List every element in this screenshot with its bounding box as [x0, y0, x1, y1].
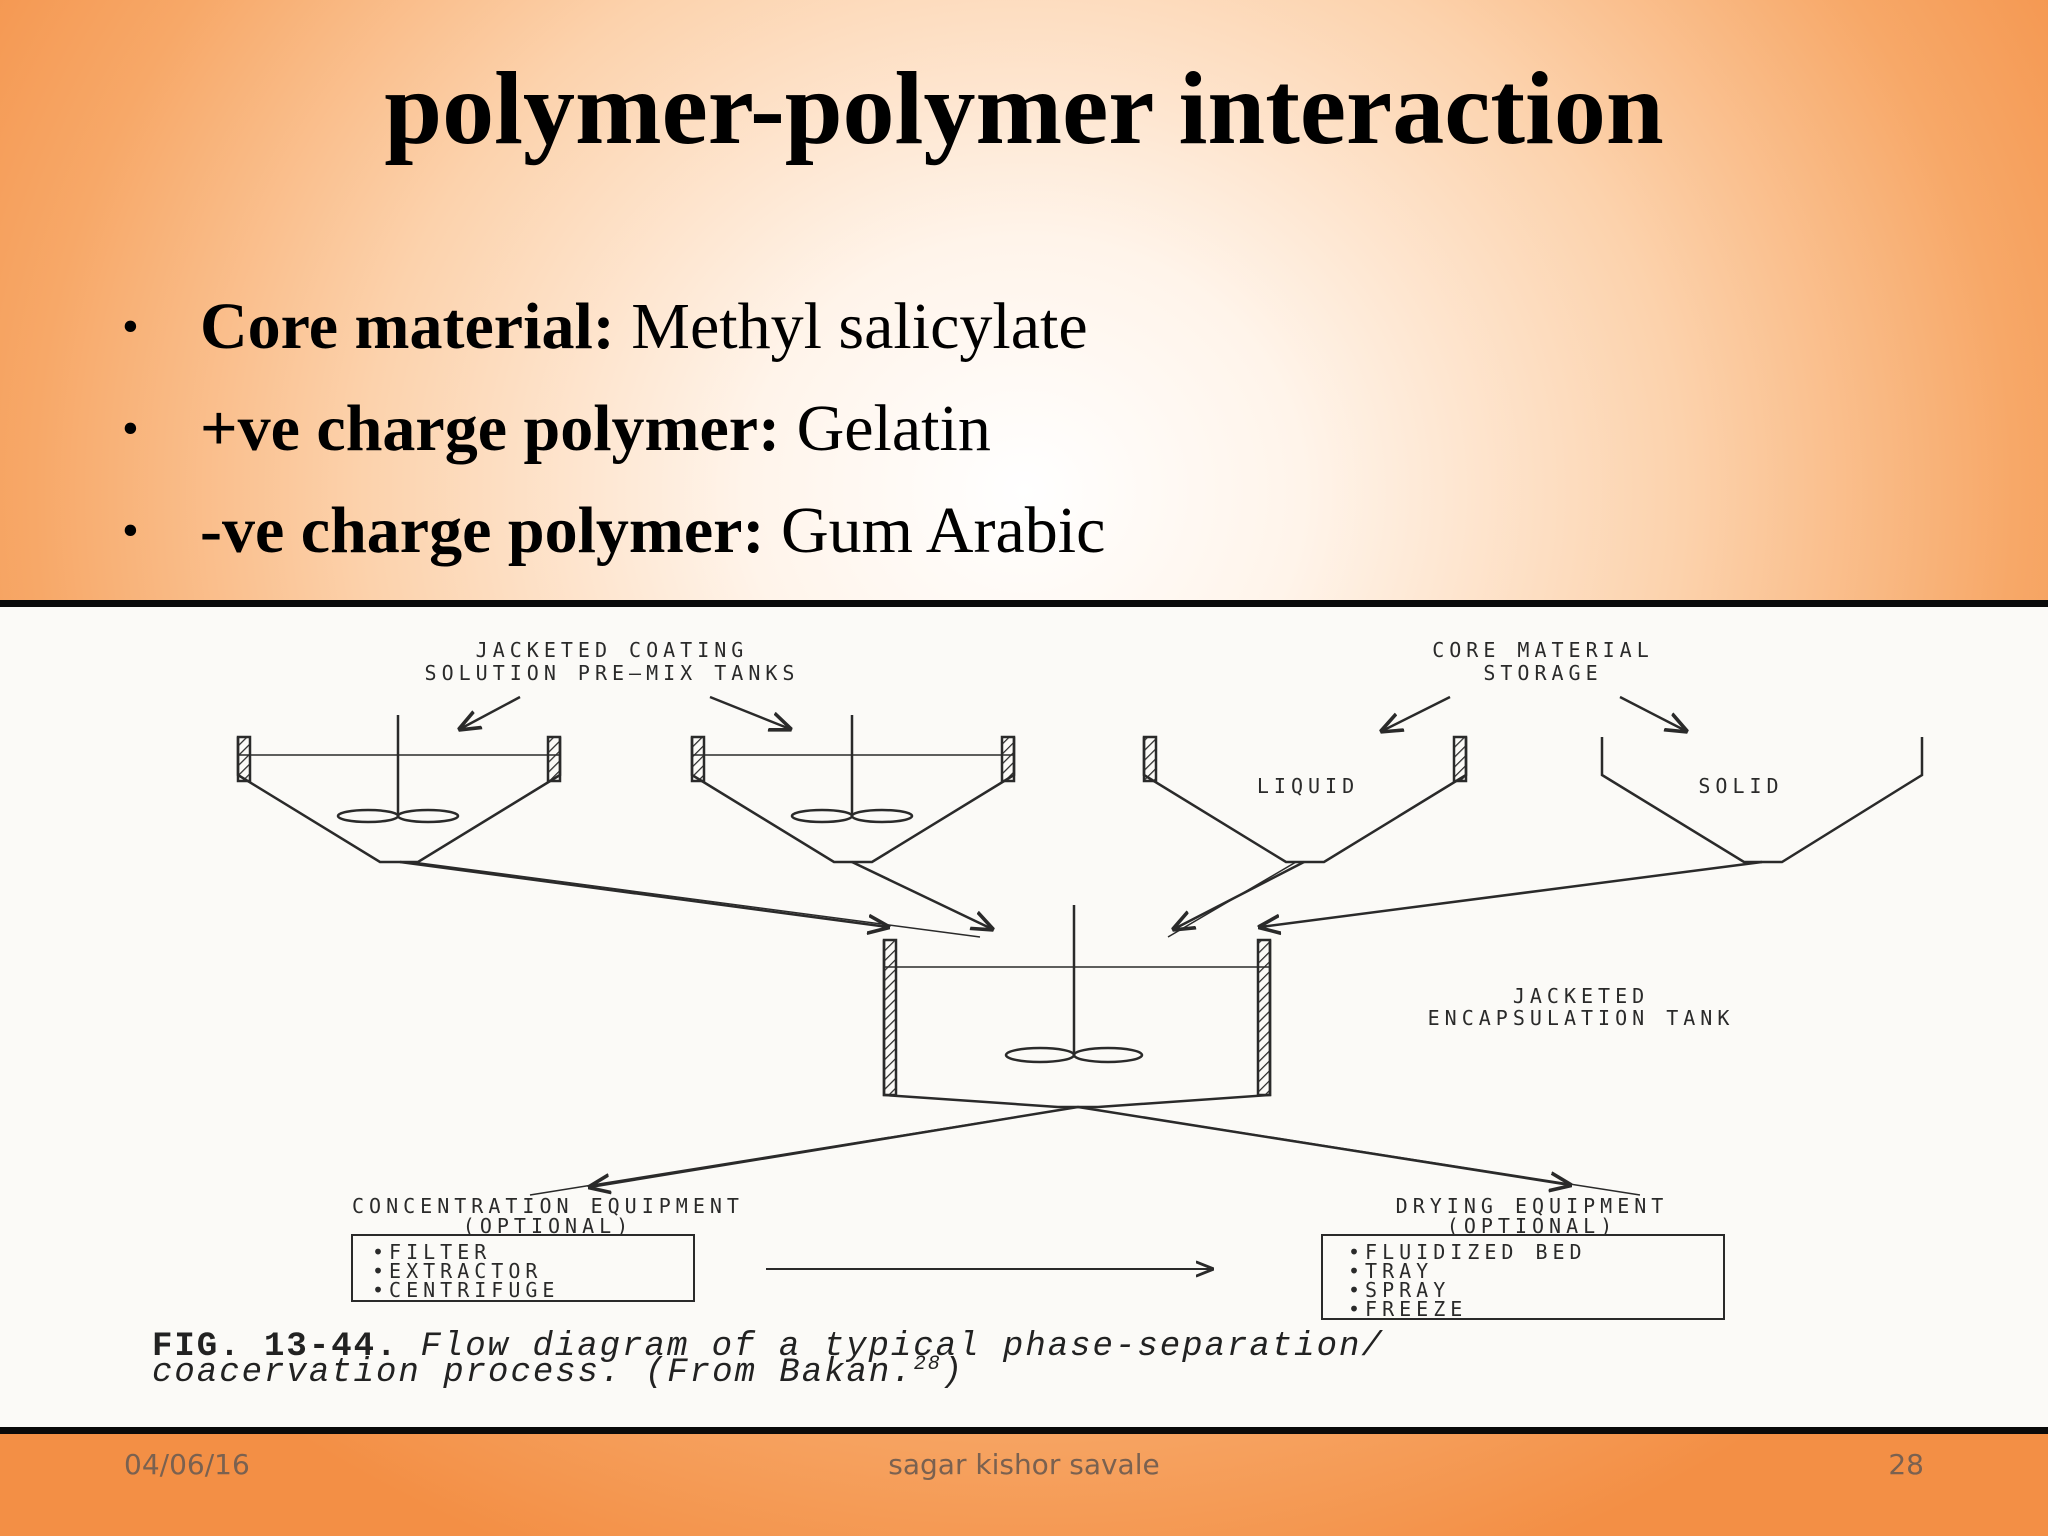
bullet-icon: •: [122, 300, 139, 353]
liquid-core-tank: [1142, 735, 1468, 864]
coating-tanks-label-1: JACKETED COATING: [476, 638, 749, 662]
drying-equipment-box: [1321, 1234, 1725, 1320]
concentration-item: •CENTRIFUGE: [372, 1278, 559, 1302]
figure-caption-text-2: coacervation process. (From Bakan.: [152, 1354, 914, 1392]
bullet-item: • Core material: Methyl salicylate: [122, 282, 1105, 384]
concentration-item: •FILTER: [372, 1240, 491, 1264]
core-storage-label-1: CORE MATERIAL: [1432, 638, 1654, 662]
bullet-item: • -ve charge polymer: Gum Arabic: [122, 486, 1105, 588]
flow-diagram-svg: JACKETED COATING SOLUTION PRE—MIX TANKS …: [152, 638, 1924, 1392]
slide-footer: 04/06/16 sagar kishor savale 28: [0, 1448, 2048, 1488]
bullet-icon: •: [122, 402, 139, 455]
figure-caption-end: ): [942, 1354, 964, 1392]
figure-caption-line-1: FIG. 13-44. Flow diagram of a typical pha…: [152, 1328, 1384, 1366]
drying-item: •TRAY: [1348, 1259, 1433, 1283]
concentration-optional-label: (OPTIONAL): [463, 1214, 633, 1238]
footer-date: 04/06/16: [124, 1448, 250, 1481]
solid-core-tank: [1600, 737, 1924, 864]
encapsulation-tank-label-1: JACKETED: [1513, 984, 1649, 1008]
drying-item: •FREEZE: [1348, 1297, 1467, 1321]
bullet-item: • +ve charge polymer: Gelatin: [122, 384, 1105, 486]
bullet-label: Core material:: [200, 290, 615, 363]
figure-caption-number: FIG. 13-44.: [152, 1328, 398, 1366]
flow-diagram-figure: JACKETED COATING SOLUTION PRE—MIX TANKS …: [0, 600, 2048, 1434]
encapsulation-tank-label-2: ENCAPSULATION TANK: [1428, 1006, 1735, 1030]
solid-label: SOLID: [1698, 774, 1783, 798]
concentration-equipment-label: CONCENTRATION EQUIPMENT: [352, 1194, 744, 1218]
bullet-label: -ve charge polymer:: [200, 494, 765, 567]
bullet-label: +ve charge polymer:: [200, 392, 781, 465]
coating-tanks-label-2: SOLUTION PRE—MIX TANKS: [425, 661, 800, 685]
coating-tank-1: [236, 715, 562, 864]
drying-equipment-label: DRYING EQUIPMENT: [1396, 1194, 1669, 1218]
drying-optional-label: (OPTIONAL): [1447, 1214, 1617, 1238]
encapsulation-tank: [882, 905, 1272, 1109]
concentration-item: •EXTRACTOR: [372, 1259, 542, 1283]
figure-caption-text-1: Flow diagram of a typical phase-separati…: [420, 1328, 1383, 1366]
drying-item: •SPRAY: [1348, 1278, 1450, 1302]
bullet-list: • Core material: Methyl salicylate • +ve c…: [122, 282, 1105, 588]
bullet-value: Gum Arabic: [764, 494, 1106, 567]
figure-caption-reference: 28: [914, 1353, 942, 1376]
slide-title: polymer-polymer interaction: [384, 51, 1664, 166]
bullet-icon: •: [122, 504, 139, 557]
drying-item: •FLUIDIZED BED: [1348, 1240, 1587, 1264]
liquid-label: LIQUID: [1257, 774, 1359, 798]
footer-author: sagar kishor savale: [888, 1448, 1160, 1481]
bullet-value: Gelatin: [780, 392, 991, 465]
footer-page-number: 28: [1888, 1448, 1924, 1481]
bullet-value: Methyl salicylate: [614, 290, 1088, 363]
coating-tank-2: [690, 715, 1016, 864]
core-storage-label-2: STORAGE: [1483, 661, 1602, 685]
figure-caption-line-2: coacervation process. (From Bakan.28): [152, 1353, 964, 1392]
concentration-equipment-box: [351, 1234, 695, 1302]
